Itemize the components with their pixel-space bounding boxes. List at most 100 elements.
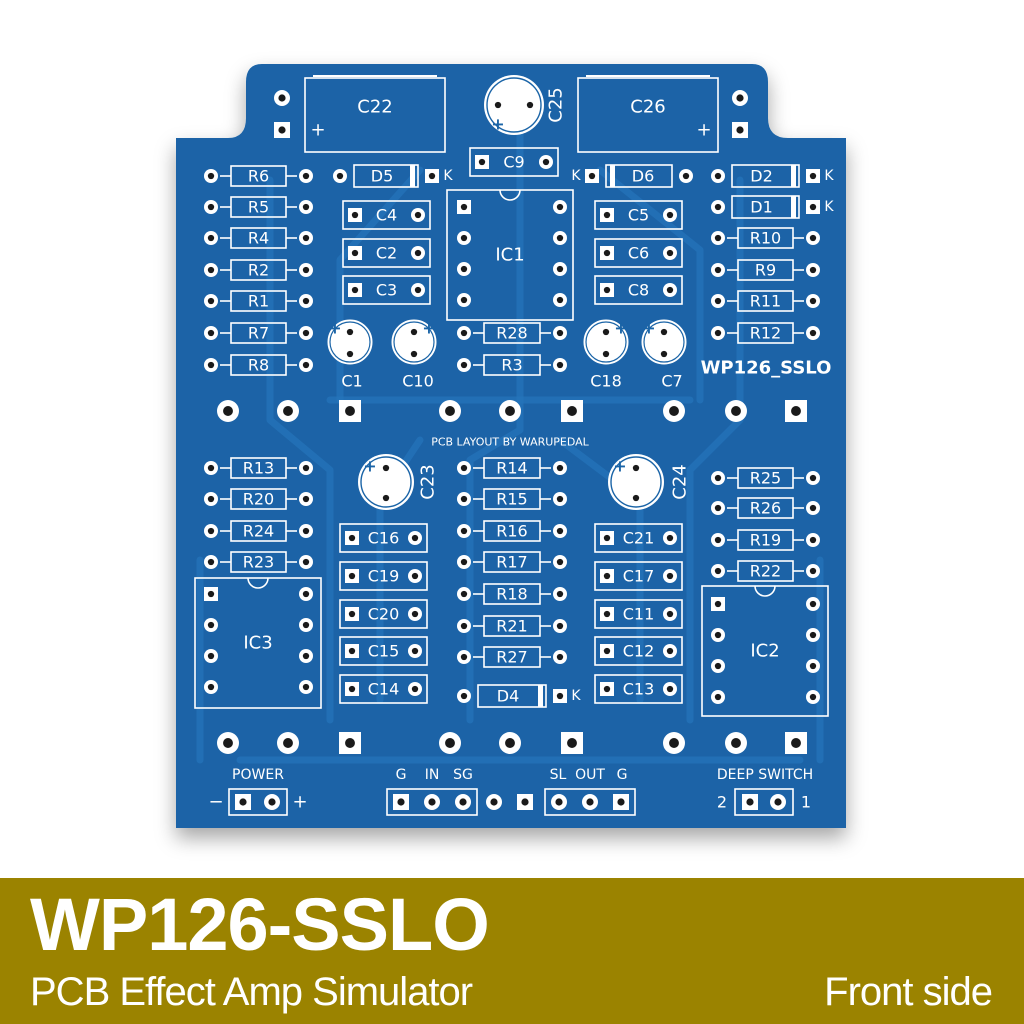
pad-hole: [302, 558, 310, 566]
capacitor-outline: [594, 561, 683, 591]
resistor-outline: [230, 227, 287, 249]
capacitor-outline: [342, 238, 431, 268]
pad-hole: [809, 474, 817, 482]
pad-hole: [542, 158, 550, 166]
electrolytic-body: [391, 319, 437, 365]
capacitor-label: C11: [623, 605, 655, 624]
capacitor-label: C16: [368, 529, 400, 548]
capacitor-label: C2: [376, 244, 397, 263]
ic-label: IC3: [243, 633, 272, 654]
pad-hole: [809, 567, 817, 575]
pad-hole: [809, 600, 817, 608]
capacitor-outline: [594, 599, 683, 629]
pad-hole: [556, 495, 564, 503]
pad-hole: [346, 350, 354, 358]
pad-hole: [302, 495, 310, 503]
pad-hole: [714, 203, 722, 211]
pad-hole: [714, 600, 722, 608]
board-name-label: WP126_SSLO: [701, 358, 832, 379]
resistor-label: R1: [248, 292, 269, 311]
resistor-outline: [230, 551, 287, 573]
pad-hole: [348, 685, 356, 693]
pad-hole: [428, 172, 436, 180]
capacitor-outline: [594, 275, 683, 305]
ic-label: IC2: [750, 641, 779, 662]
capacitor-label: C6: [628, 244, 649, 263]
electrolytic-ring: [360, 456, 412, 508]
diode-cathode-band: [791, 165, 796, 187]
pad-hole: [556, 622, 564, 630]
pad-hole: [278, 94, 286, 102]
pad-hole: [302, 297, 310, 305]
pad-hole: [731, 738, 741, 748]
pad-hole: [556, 329, 564, 337]
pad-hole: [809, 203, 817, 211]
pad-hole: [348, 534, 356, 542]
pad-hole: [207, 558, 215, 566]
pad-hole: [345, 406, 355, 416]
electrolytic-ring: [486, 77, 542, 133]
electrolytic-body: [583, 319, 629, 365]
pad-hole: [411, 610, 419, 618]
pad-hole: [348, 610, 356, 618]
resistor-outline: [230, 457, 287, 479]
pad-hole: [207, 652, 215, 660]
pad-hole: [397, 798, 405, 806]
input-g-label: G: [396, 767, 407, 783]
resistor-outline: [483, 488, 541, 510]
pad-hole: [348, 647, 356, 655]
capacitor-label: C8: [628, 281, 649, 300]
pad-hole: [632, 494, 640, 502]
pad-hole: [302, 329, 310, 337]
resistor-outline: [483, 551, 541, 573]
pad-hole: [460, 692, 468, 700]
diode-label: D6: [632, 167, 655, 186]
pad-hole: [207, 203, 215, 211]
pad-hole: [460, 203, 468, 211]
electrolytic-ring: [643, 321, 685, 363]
capacitor-outline: [469, 147, 559, 177]
electrolytic-ring: [585, 321, 627, 363]
pad-hole: [556, 692, 564, 700]
resistor-outline: [483, 457, 541, 479]
pad-hole: [302, 683, 310, 691]
pad-hole: [556, 558, 564, 566]
capacitor-label: C4: [376, 206, 397, 225]
pad-hole: [414, 286, 422, 294]
capacitor-label: C12: [623, 642, 655, 661]
pad-hole: [556, 590, 564, 598]
resistor-label: R2: [248, 261, 269, 280]
ic-notch: [754, 585, 776, 597]
capacitor-label: C13: [623, 680, 655, 699]
power-label: POWER: [232, 767, 284, 783]
resistor-label: R16: [496, 522, 527, 541]
capacitor-label: C23: [418, 464, 439, 499]
electrolytic-ring: [610, 456, 662, 508]
capacitor-outline: [339, 561, 428, 591]
pad-hole: [588, 172, 596, 180]
pad-hole: [736, 126, 744, 134]
pad-hole: [603, 647, 611, 655]
resistor-label: R13: [243, 459, 274, 478]
resistor-label: R8: [248, 356, 269, 375]
pad-hole: [411, 685, 419, 693]
capacitor-outline: [594, 238, 683, 268]
diode-k-mark: K: [824, 199, 834, 215]
resistor-outline: [483, 646, 541, 668]
connector-outline: [228, 788, 288, 816]
large-capacitor-outline: [577, 77, 719, 153]
pad-hole: [617, 798, 625, 806]
resistor-outline: [737, 529, 794, 551]
resistor-outline: [230, 354, 287, 376]
pad-hole: [567, 738, 577, 748]
resistor-label: R12: [750, 324, 781, 343]
capacitor-outline: [594, 200, 683, 230]
diode-label: D4: [497, 687, 520, 706]
pad-hole: [411, 647, 419, 655]
pad-hole: [602, 350, 610, 358]
pad-hole: [666, 249, 674, 257]
pad-hole: [714, 234, 722, 242]
diode-outline: [731, 195, 800, 219]
pad-hole: [666, 286, 674, 294]
pad-hole: [302, 652, 310, 660]
